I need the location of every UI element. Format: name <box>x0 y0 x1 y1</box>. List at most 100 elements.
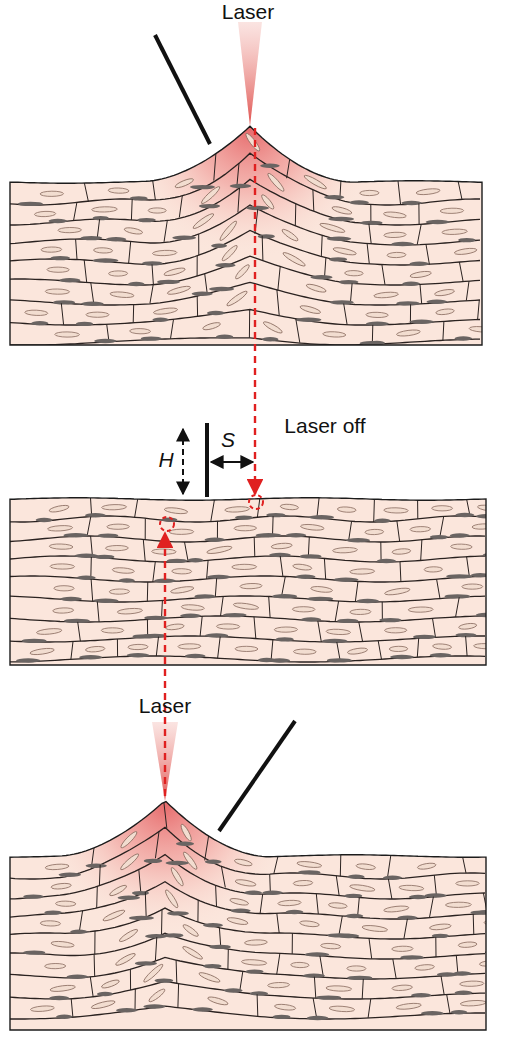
cell-wall <box>359 622 363 642</box>
cell-wall <box>179 196 182 218</box>
cell-nucleus <box>182 851 199 871</box>
height-dimension <box>182 429 184 494</box>
cell-nucleus <box>101 628 123 633</box>
cell-nucleus <box>485 266 509 273</box>
cell-wall <box>254 617 256 639</box>
cell-nucleus <box>207 995 229 1006</box>
flat-cell <box>116 1008 138 1012</box>
flat-cell <box>94 555 114 559</box>
cell-nucleus <box>490 863 512 869</box>
flat-cell <box>256 533 282 537</box>
cell-wall <box>400 562 402 582</box>
cell-nucleus <box>300 524 324 532</box>
cell-wall <box>512 913 514 933</box>
cell-wall <box>506 637 508 658</box>
cell-nucleus <box>45 289 69 295</box>
flat-cell <box>305 952 330 956</box>
cell-wall <box>153 562 156 582</box>
flat-cell <box>377 559 396 563</box>
cell-nucleus <box>45 863 69 870</box>
flat-cell <box>445 594 471 598</box>
cell-nucleus <box>347 647 368 655</box>
cell-nucleus <box>385 628 407 633</box>
cell-nucleus <box>235 646 258 651</box>
flat-cell <box>77 576 96 580</box>
cell-nucleus <box>345 270 364 276</box>
cell-wall <box>418 203 419 224</box>
cell-wall <box>71 999 73 1018</box>
cell-nucleus <box>333 246 357 256</box>
flat-cell <box>205 633 228 637</box>
cell-nucleus <box>350 569 375 575</box>
cell-wall <box>278 267 280 291</box>
cell-nucleus <box>240 583 262 589</box>
cell-wall <box>387 855 391 879</box>
cell-nucleus <box>102 504 127 510</box>
cell-wall <box>200 616 202 636</box>
cell-wall <box>79 911 82 933</box>
cell-nucleus <box>509 900 515 908</box>
cell-nucleus <box>92 206 118 212</box>
flat-cell <box>143 1004 165 1008</box>
cell-nucleus <box>49 504 70 513</box>
flat-cell <box>157 280 180 284</box>
cell-nucleus <box>487 603 508 610</box>
cell-nucleus <box>181 604 204 611</box>
tissue-interior <box>10 494 515 670</box>
heated-zone <box>10 121 482 350</box>
cell-nucleus <box>34 211 55 217</box>
flat-cell <box>188 558 204 562</box>
cell-nucleus <box>469 326 493 333</box>
cell-nucleus <box>30 647 55 656</box>
flat-cell <box>379 618 401 622</box>
cell-nucleus <box>117 608 143 615</box>
flat-cell <box>205 538 226 542</box>
cell-wall <box>393 959 396 979</box>
flat-cell <box>118 896 141 900</box>
cell-wall <box>463 857 466 873</box>
flat-cell <box>230 184 252 188</box>
cell-nucleus <box>58 227 81 233</box>
flat-cell <box>338 934 359 938</box>
cell-wall <box>84 260 87 282</box>
tissue-interior <box>10 121 515 350</box>
cell-nucleus <box>454 247 477 255</box>
cell-wall <box>254 537 256 556</box>
flat-cell <box>273 1015 291 1019</box>
cell-nucleus <box>415 964 435 971</box>
cell-wall <box>130 969 131 990</box>
cell-nucleus <box>266 172 286 193</box>
flat-cell <box>185 654 206 658</box>
flat-cell <box>349 200 369 204</box>
cell-wall <box>147 582 149 601</box>
cell-wall <box>280 556 283 576</box>
cell-nucleus <box>417 862 436 870</box>
cell-wall <box>509 498 510 520</box>
cell-wall <box>441 976 444 995</box>
cell-nucleus <box>310 586 332 594</box>
flat-cell <box>487 654 504 658</box>
flat-cell <box>137 218 156 222</box>
cell-nucleus <box>51 883 72 890</box>
cell-nucleus <box>360 190 379 195</box>
cell-wall <box>500 537 502 556</box>
cell-boundary <box>10 957 485 979</box>
cell-wall <box>227 949 228 969</box>
flat-cell <box>127 653 150 657</box>
flat-cell <box>51 256 71 260</box>
cell-wall <box>238 188 240 213</box>
flat-cell <box>425 893 447 897</box>
cell-wall <box>378 641 381 660</box>
cell-wall <box>161 601 163 619</box>
cell-wall <box>466 281 469 300</box>
cell-nucleus <box>148 987 167 1003</box>
flat-cell <box>327 658 352 662</box>
cell-wall <box>388 879 392 899</box>
flat-cell <box>64 619 90 623</box>
flat-cell <box>366 322 389 326</box>
cell-nucleus <box>432 506 453 511</box>
cell-wall <box>262 236 264 261</box>
flat-cell <box>356 599 379 603</box>
cell-nucleus <box>164 889 180 909</box>
cell-nucleus <box>198 971 221 984</box>
